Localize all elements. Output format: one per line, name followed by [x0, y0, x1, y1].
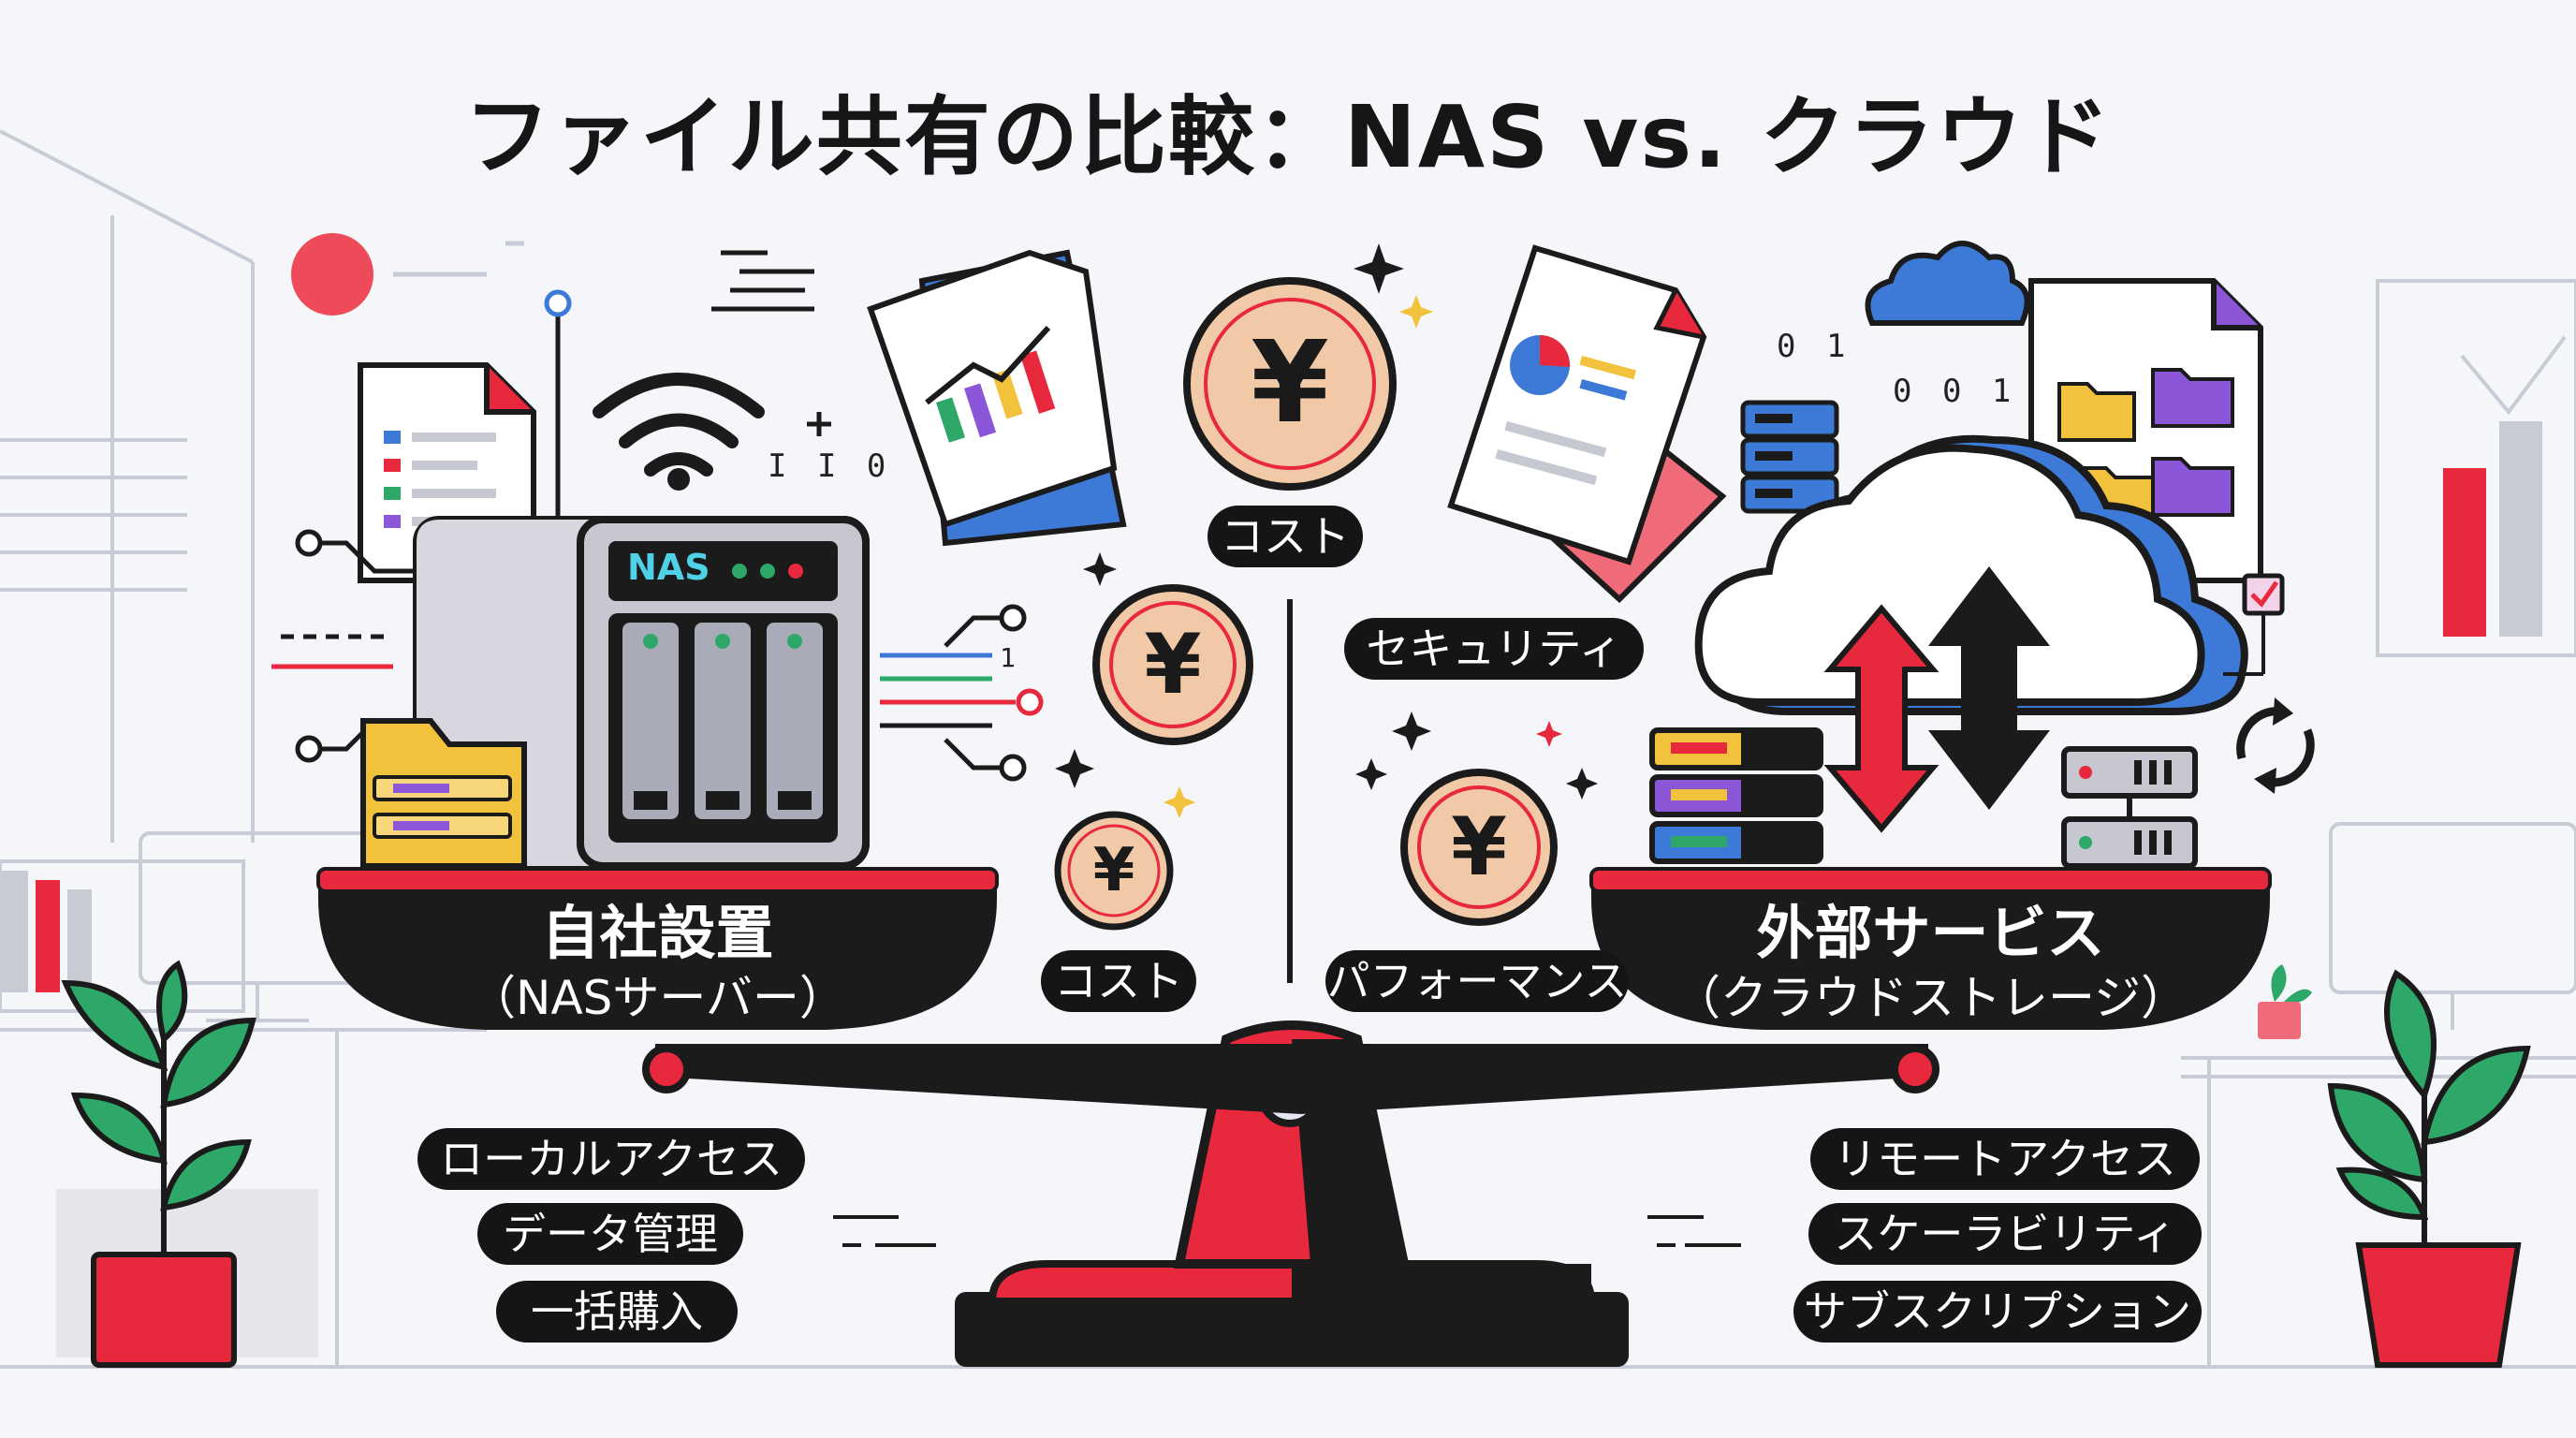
cost-tag-bottom: コスト	[1041, 950, 1196, 1012]
right-feature-subscription: サブスクリプション	[1793, 1281, 2202, 1343]
yen-symbol-right: ¥	[1451, 800, 1507, 894]
right-feature-scalability: スケーラビリティ	[1808, 1203, 2202, 1265]
small-plant-icon	[2258, 964, 2312, 1039]
left-pan-subtitle: （NASサーバー）	[469, 971, 846, 1025]
left-pan-label: 自社設置 （NASサーバー）	[393, 899, 922, 1028]
server-units-icon	[2061, 746, 2198, 869]
server-rack-icon	[1740, 400, 1839, 514]
security-tag: セキュリティ	[1344, 618, 1644, 680]
nas-device-label: NAS	[627, 547, 710, 588]
binary-text-mini: 1	[1000, 642, 1021, 673]
right-pan-title: 外部サービス	[1756, 899, 2105, 967]
checkbox-icon	[2223, 573, 2285, 676]
storage-drives-icon	[1649, 727, 1823, 864]
performance-tag: パフォーマンス	[1325, 950, 1629, 1012]
yen-symbol-small: ¥	[1092, 836, 1135, 905]
right-pan-subtitle: （クラウドストレージ）	[1674, 971, 2188, 1025]
left-feature-local-access: ローカルアクセス	[417, 1128, 805, 1190]
sparkle-icon	[1055, 243, 1598, 800]
plant-left-icon	[61, 960, 256, 1368]
binary-text-right-top: 0 1	[1777, 328, 1852, 365]
left-pan-title: 自社設置	[541, 899, 774, 967]
nas-server-icon	[413, 516, 870, 870]
wifi-icon	[593, 373, 765, 477]
page-title: ファイル共有の比較：NAS vs. クラウド	[463, 87, 2113, 187]
chart-document-icon	[867, 249, 1127, 547]
right-feature-remote-access: リモートアクセス	[1810, 1128, 2200, 1190]
right-pan-label: 外部サービス （クラウドストレージ）	[1666, 899, 2195, 1028]
small-cloud-icon	[1865, 241, 2030, 326]
binary-text-left: I I 0	[768, 448, 892, 485]
cloud-storage-icon	[1694, 434, 2248, 715]
folder-icon	[360, 718, 527, 869]
upload-download-arrows-icon	[1823, 566, 2050, 833]
left-feature-one-time-purchase: 一括購入	[496, 1281, 738, 1343]
yen-symbol-large: ¥	[1251, 318, 1329, 448]
cost-tag-top: コスト	[1208, 506, 1363, 567]
yen-symbol-mid: ¥	[1144, 616, 1202, 712]
binary-text-right-mid: 0 0 1	[1893, 373, 2017, 410]
pie-document-icon	[1447, 244, 1727, 604]
left-feature-data-management: データ管理	[477, 1203, 743, 1265]
plant-right-icon	[2327, 969, 2531, 1368]
